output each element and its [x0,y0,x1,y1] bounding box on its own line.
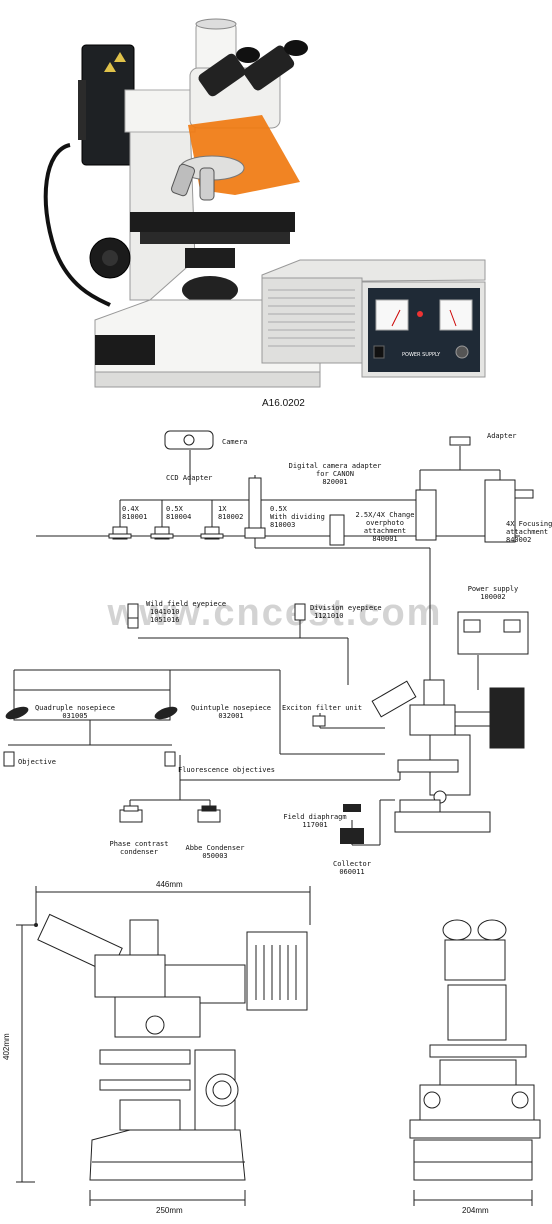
side-view-drawing [37,913,308,1181]
right-eyepiece [243,45,295,91]
dim-side-width: 204mm [462,1206,489,1215]
power-cable [43,143,111,307]
camera-icon [164,430,214,450]
microscope-schematic [371,679,525,833]
ccd-adapter-icons [108,477,534,546]
power-supply-icon [457,611,529,655]
label-division-eyepiece: Division eyepiece 1121010 [310,604,382,620]
warning-label-icon [114,52,126,62]
label-exciton-filter: Exciton filter unit [282,704,363,712]
objective-icons [3,751,176,767]
product-photo: POWER SUPPLY [43,18,486,388]
dim-base-width: 250mm [156,1206,183,1215]
label-fluorescence-objectives: Fluorescence objectives [178,766,275,774]
current-knob[interactable] [455,345,469,359]
nosepiece-icons [5,706,178,720]
label-adapter: Adapter [487,432,517,440]
power-supply-box: POWER SUPPLY [261,259,486,378]
condenser-icons [119,805,221,823]
dimension-lines [16,886,533,1206]
power-switch[interactable] [373,345,385,359]
dim-height: 402mm [2,1033,11,1060]
dim-width-total: 446mm [156,880,183,889]
front-view-drawing [409,919,541,1181]
watermark: www.cncest.com [107,592,443,634]
label-ccd-adapter: CCD Adapter [166,474,213,482]
label-camera: Camera [222,438,248,446]
label-wide-field-eyepiece: Wild field eyepiece 1041010 1051016 [146,600,227,624]
label-digital-camera-adapter: Digital camera adapter for CANON 820001 [288,462,382,486]
power-panel-label: POWER SUPPLY [402,352,441,358]
label-objective: Objective [18,758,56,766]
left-eyepiece [198,53,246,97]
exciton-filter-icon [312,715,326,727]
adapter-small-icon [449,436,471,446]
model-number: A16.0202 [262,398,305,409]
stage [130,212,295,232]
eyepiece-icons [127,603,306,629]
collector-icon [340,804,364,844]
